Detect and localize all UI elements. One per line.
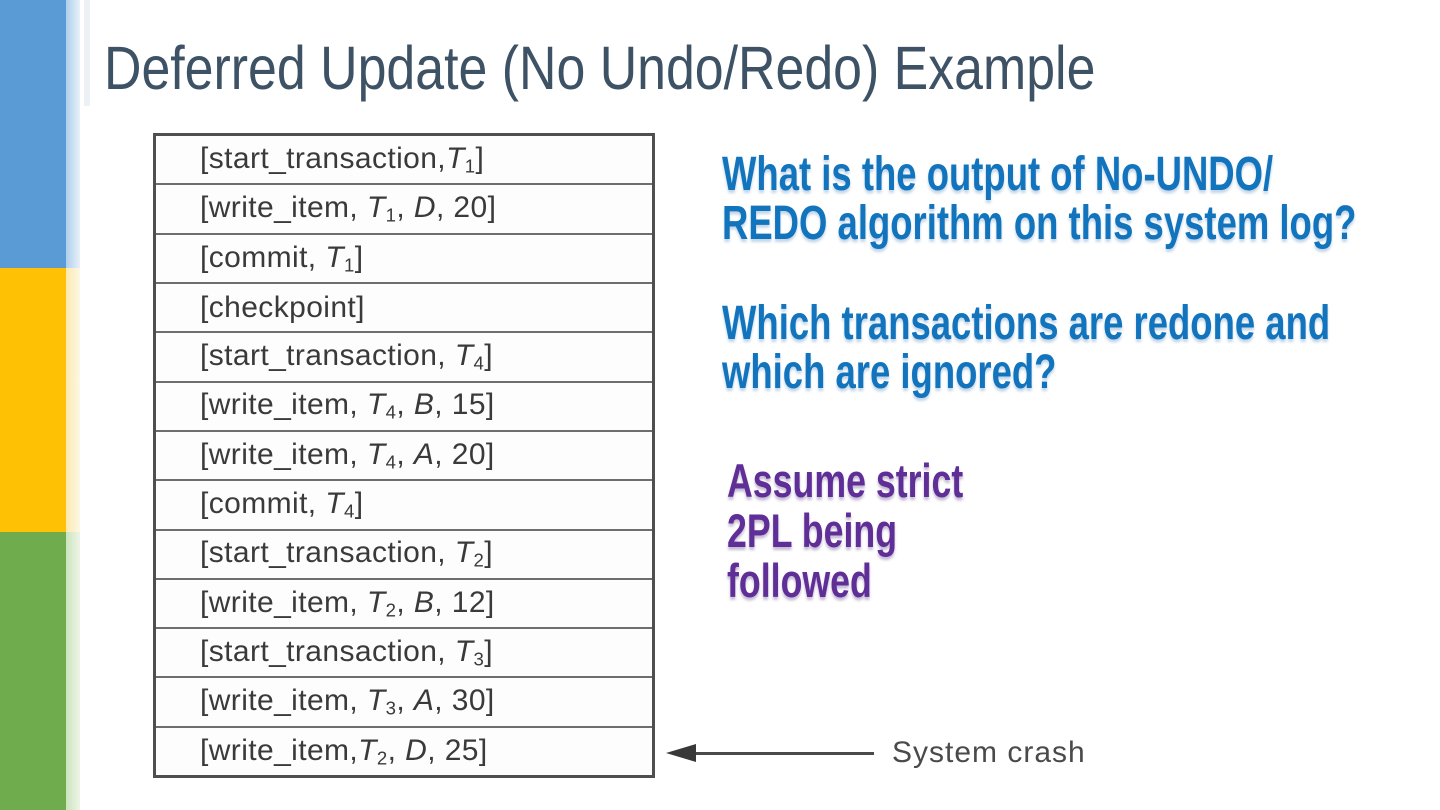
arrow-line <box>696 751 874 755</box>
left-arrow-icon <box>666 744 696 762</box>
log-row-text: [start_transaction, T4] <box>200 339 494 374</box>
log-row-text: [write_item, T4, A, 20] <box>200 437 495 473</box>
log-row-text: [checkpoint] <box>200 290 365 324</box>
transaction-log-table: [start_transaction,T1] [write_item, T1, D… <box>153 133 655 778</box>
log-row-text: [start_transaction, T3] <box>200 635 494 670</box>
accent-bar-yellow-light <box>66 268 80 532</box>
accent-bar-green <box>0 532 66 810</box>
log-row-text: [write_item, T1, D, 20] <box>200 191 497 226</box>
log-row: [start_transaction, T2] <box>156 528 652 578</box>
log-row: [start_transaction,T1] <box>156 136 652 183</box>
question-no-undo-redo-output: What is the output of No-UNDO/ REDO algo… <box>722 148 1357 250</box>
log-row-text: [write_item, T4, B, 15] <box>200 388 495 423</box>
log-row-text: [write_item,T2, D, 25] <box>200 733 488 769</box>
system-crash-label: System crash <box>892 736 1086 769</box>
note-strict-2pl: Assume strict 2PL being followed <box>727 454 964 607</box>
log-row: [start_transaction, T3] <box>156 627 652 676</box>
log-row-text: [commit, T1] <box>200 240 364 275</box>
log-row-text: [start_transaction, T2] <box>200 536 494 571</box>
log-row-text: [write_item, T3, A, 30] <box>200 684 495 719</box>
system-crash-arrow: System crash <box>666 736 1086 770</box>
log-row: [write_item, T4, B, 15] <box>156 380 652 430</box>
log-row: [write_item, T4, A, 20] <box>156 429 652 479</box>
log-row-text: [start_transaction,T1] <box>200 141 485 177</box>
question-redone-ignored: Which transactions are redone and which … <box>722 297 1331 399</box>
log-row: [start_transaction, T4] <box>156 331 652 380</box>
accent-bar-blue <box>0 0 66 268</box>
log-row: [write_item, T2, B, 12] <box>156 577 652 627</box>
accent-bar-green-light <box>66 532 80 810</box>
log-row-text: [write_item, T2, B, 12] <box>200 585 495 621</box>
accent-bar-yellow <box>0 268 66 532</box>
accent-line <box>84 0 90 106</box>
log-row: [commit, T1] <box>156 232 652 282</box>
page-title: Deferred Update (No Undo/Redo) Example <box>104 34 1096 102</box>
log-row-text: [commit, T4] <box>200 487 364 522</box>
log-row: [write_item, T1, D, 20] <box>156 183 652 232</box>
log-row: [commit, T4] <box>156 479 652 528</box>
log-row: [write_item, T3, A, 30] <box>156 676 652 725</box>
accent-bar-blue-light <box>66 0 80 268</box>
log-row: [write_item,T2, D, 25] <box>156 725 652 775</box>
log-row: [checkpoint] <box>156 281 652 331</box>
